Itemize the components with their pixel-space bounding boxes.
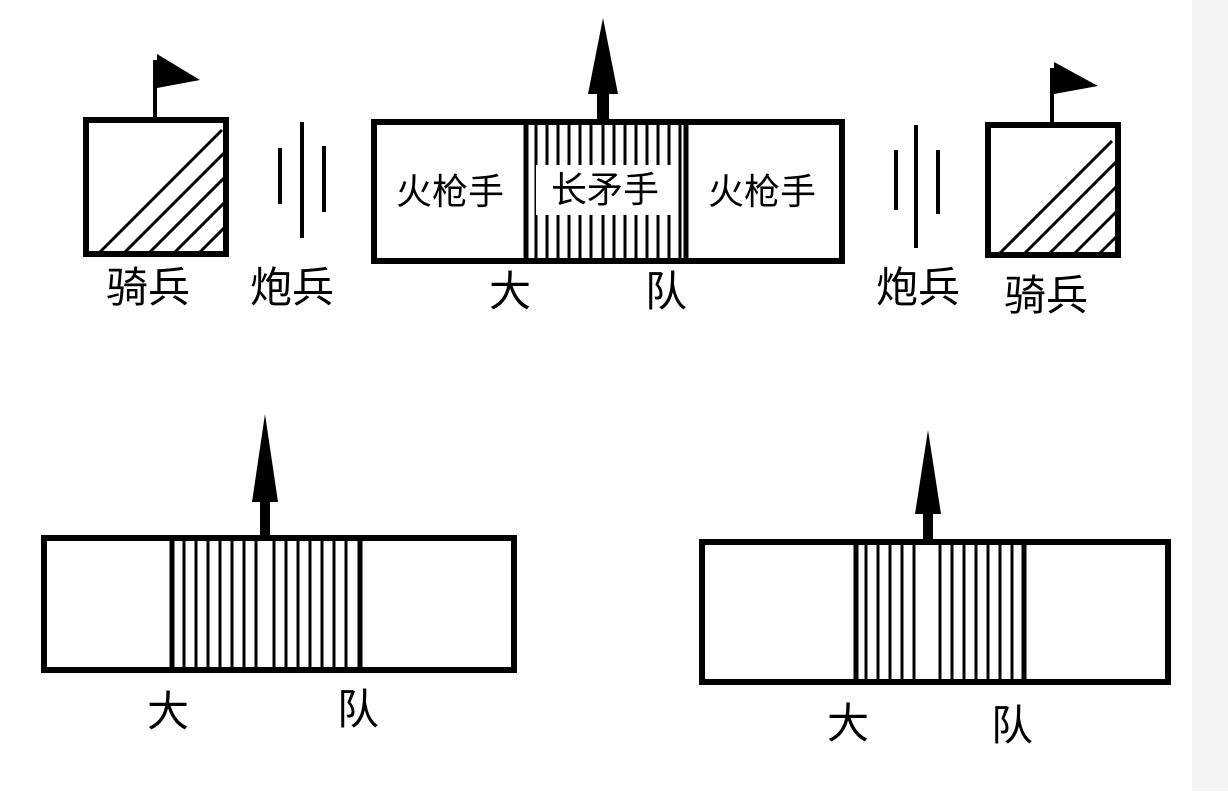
left-cavalry-unit: 骑兵 [83,54,229,312]
bottom-left-label-left: 大 [147,687,189,736]
left-artillery-unit: 炮兵 [250,122,334,312]
bottom-right-battalion: 大 队 [699,430,1171,750]
musketeer-left-label: 火枪手 [396,172,504,213]
flag-icon [157,54,200,88]
arrow-up-icon [915,430,941,514]
bottom-left-battalion: 大 队 [41,414,517,736]
battalion-label-left: 大 [489,267,531,316]
flag-icon [1054,62,1098,94]
left-cavalry-box [83,117,229,257]
right-artillery-label: 炮兵 [876,263,960,312]
right-cavalry-hatching [998,139,1118,255]
left-cavalry-label: 骑兵 [106,263,190,312]
left-artillery-label: 炮兵 [250,263,334,312]
side-strip [1192,0,1228,791]
battalion-label-right: 队 [645,267,687,316]
bottom-left-stripes [182,538,348,670]
pikemen-label: 长矛手 [551,170,659,211]
right-cavalry-box [985,122,1121,258]
bottom-left-label-right: 队 [337,685,379,734]
musketeer-right-label: 火枪手 [708,172,816,213]
bottom-right-battalion-box [699,539,1171,685]
arrow-up-icon [588,18,618,94]
arrow-up-icon [252,414,278,502]
bottom-left-battalion-box [41,535,517,673]
right-cavalry-unit: 骑兵 [985,62,1121,320]
bottom-right-stripes [864,542,1014,682]
main-battalion: 火枪手 长矛手 火枪手 大 队 [371,18,845,316]
bottom-right-label-left: 大 [827,699,869,748]
bottom-right-label-right: 队 [991,701,1033,750]
right-artillery-unit: 炮兵 [876,125,960,312]
left-cavalry-hatching [98,128,226,254]
right-cavalry-label: 骑兵 [1004,271,1088,320]
main-battalion-box [371,119,845,264]
